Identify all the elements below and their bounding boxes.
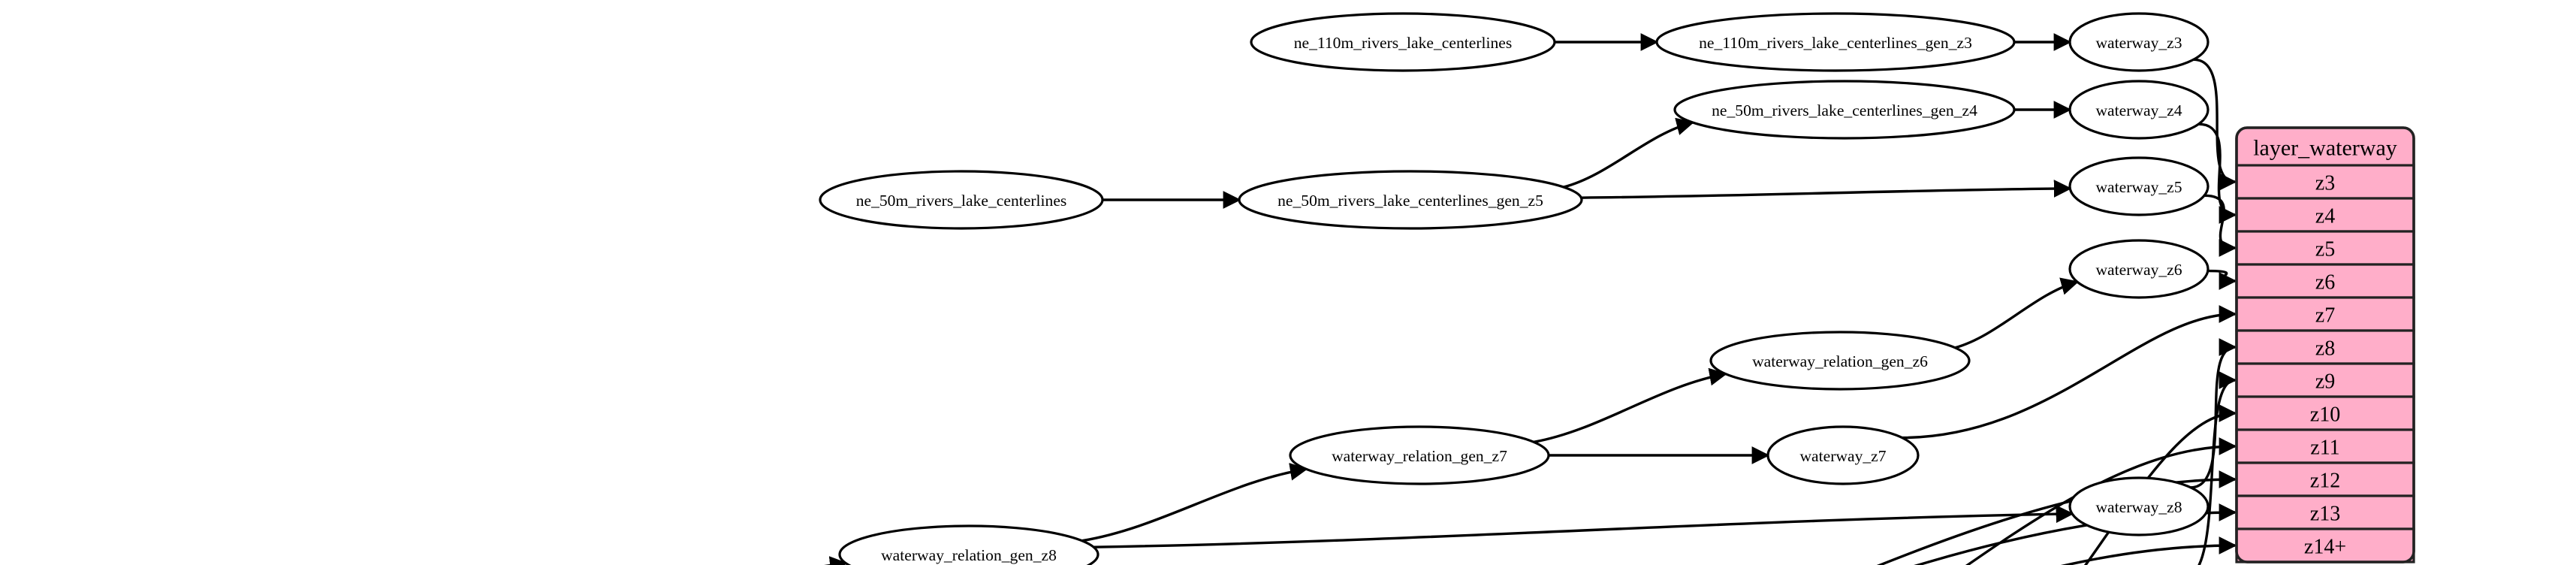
layer-waterway-outline xyxy=(2235,126,2415,563)
edge-waterway_z11-to-layer_waterway_z11 xyxy=(1965,437,2237,565)
node-waterway_z6[interactable]: waterway_z6 xyxy=(2068,239,2210,299)
node-ne_110m_rivers_lake_centerlines[interactable]: ne_110m_rivers_lake_centerlines xyxy=(1250,12,1556,72)
edge-waterway_z13-to-layer_waterway_z13 xyxy=(1914,503,2237,565)
record-node-layer-waterway: layer_waterway z3 z4 z5 z6 z7 z8 z9 z10 z11 z12 z13… xyxy=(2235,126,2415,563)
node-label: waterway_z3 xyxy=(2095,34,2182,52)
layer-waterway-row-label: z3 xyxy=(2315,172,2335,195)
node-ne_50m_rivers_lake_centerlines_gen_z5[interactable]: ne_50m_rivers_lake_centerlines_gen_z5 xyxy=(1238,170,1583,230)
layer-waterway-row-label: z12 xyxy=(2310,470,2340,493)
edge-waterway_z3-to-layer_waterway_z3 xyxy=(2193,58,2237,191)
node-ne_50m_rivers_lake_centerlines_gen_z4[interactable]: ne_50m_rivers_lake_centerlines_gen_z4 xyxy=(1673,80,2016,140)
node-waterway_z7[interactable]: waterway_z7 xyxy=(1766,425,1920,485)
nodes-layer: imposm3osm_waterway_relationosm_waterway… xyxy=(819,12,2210,565)
edge-waterway_relation_gen_z6-to-waterway_z6 xyxy=(1954,277,2080,349)
node-shape xyxy=(1766,425,1920,485)
edge-waterway_z6-to-layer_waterway_z6 xyxy=(2207,269,2237,290)
layer-waterway-row-label: z5 xyxy=(2315,238,2335,261)
node-waterway_relation_gen_z6[interactable]: waterway_relation_gen_z6 xyxy=(1709,331,1971,391)
node-label: waterway_relation_gen_z7 xyxy=(1332,447,1507,465)
node-waterway_relation_gen_z8[interactable]: waterway_relation_gen_z8 xyxy=(838,524,1099,565)
record-node-layer: layer_waterway z3 z4 z5 z6 z7 z8 z9 z10 z11 z12 z13… xyxy=(2235,126,2415,563)
node-ne_110m_rivers_lake_centerlines_gen_z3[interactable]: ne_110m_rivers_lake_centerlines_gen_z3 xyxy=(1655,12,2016,72)
edge-waterway_z4-to-layer_waterway_z4 xyxy=(2198,122,2237,224)
node-shape xyxy=(1709,331,1971,391)
node-label: waterway_relation_gen_z6 xyxy=(1752,352,1928,370)
node-shape xyxy=(2068,476,2210,536)
node-label: waterway_relation_gen_z8 xyxy=(881,546,1057,564)
edge-waterway_z5-to-layer_waterway_z5 xyxy=(2204,194,2237,257)
layer-waterway-row-label: z13 xyxy=(2310,503,2340,526)
node-label: ne_50m_rivers_lake_centerlines_gen_z5 xyxy=(1277,192,1543,210)
node-shape xyxy=(2068,80,2210,140)
node-shape xyxy=(838,524,1099,565)
layer-waterway-row-label: z6 xyxy=(2315,271,2335,295)
edge-waterway_relation_gen_z7-to-waterway_relation_gen_z6 xyxy=(1533,367,1728,444)
edge-waterway_z7-to-layer_waterway_z7 xyxy=(1902,305,2237,440)
node-label: ne_110m_rivers_lake_centerlines_gen_z3 xyxy=(1699,34,1972,52)
edge-waterway_z10-to-layer_waterway_z10 xyxy=(2083,404,2237,565)
node-label: waterway_z8 xyxy=(2095,498,2182,516)
edge-waterway_relation_gen_z8-to-waterway_relation_gen_z7 xyxy=(1081,463,1308,542)
layer-waterway-row-z12[interactable] xyxy=(2235,461,2415,497)
node-waterway_z5[interactable]: waterway_z5 xyxy=(2068,156,2210,216)
node-shape xyxy=(2068,239,2210,299)
node-waterway_relation_gen_z7[interactable]: waterway_relation_gen_z7 xyxy=(1289,425,1550,485)
node-shape xyxy=(1673,80,2016,140)
layer-waterway-row-z5[interactable] xyxy=(2235,230,2415,266)
layer-waterway-row-label: z11 xyxy=(2310,437,2339,460)
node-label: waterway_z4 xyxy=(2095,101,2182,119)
layer-waterway-row-label: z10 xyxy=(2310,403,2340,427)
node-shape xyxy=(1250,12,1556,72)
layer-waterway-row-label: z9 xyxy=(2315,370,2335,394)
layer-waterway-row-z3[interactable] xyxy=(2235,164,2415,200)
node-label: waterway_z7 xyxy=(1799,447,1886,465)
node-shape xyxy=(2068,156,2210,216)
layer-waterway-row-label: z8 xyxy=(2315,337,2335,361)
node-label: ne_110m_rivers_lake_centerlines xyxy=(1294,34,1513,52)
edge-ne_50m_rivers_lake_centerlines_gen_z5-to-waterway_z5 xyxy=(1581,180,2072,199)
node-shape xyxy=(1289,425,1550,485)
layer-waterway-row-z6[interactable] xyxy=(2235,263,2415,299)
node-label: waterway_z6 xyxy=(2095,261,2182,279)
node-waterway_z3[interactable]: waterway_z3 xyxy=(2068,12,2210,72)
node-label: ne_50m_rivers_lake_centerlines_gen_z4 xyxy=(1712,101,1977,119)
layer-waterway-row-z9[interactable] xyxy=(2235,362,2415,398)
node-label: ne_50m_rivers_lake_centerlines xyxy=(856,192,1067,210)
layer-waterway-row-z13[interactable] xyxy=(2235,494,2415,530)
node-shape xyxy=(1655,12,2016,72)
node-shape xyxy=(2068,12,2210,72)
layer-waterway-row-label: z14+ xyxy=(2304,536,2346,559)
node-waterway_z4[interactable]: waterway_z4 xyxy=(2068,80,2210,140)
node-shape xyxy=(1238,170,1583,230)
layer-waterway-row-z14plus[interactable] xyxy=(2235,527,2415,563)
edge-ne_50m_rivers_lake_centerlines_gen_z5-to-ne_50m_rivers_lake_centerlines_gen_z4 xyxy=(1563,117,1695,189)
layer-waterway-row-label: z4 xyxy=(2315,205,2335,228)
layer-waterway-row-z11[interactable] xyxy=(2235,428,2415,464)
node-ne_50m_rivers_lake_centerlines[interactable]: ne_50m_rivers_lake_centerlines xyxy=(819,170,1104,230)
node-waterway_z8[interactable]: waterway_z8 xyxy=(2068,476,2210,536)
layer-waterway-header: layer_waterway xyxy=(2253,136,2397,161)
layer-waterway-row-label: z7 xyxy=(2315,304,2335,328)
edge-waterway_relation_gen_z8-to-waterway_z8 xyxy=(1093,505,2074,548)
node-shape xyxy=(819,170,1104,230)
edges-layer xyxy=(824,33,2237,565)
edge-waterway_z12-to-layer_waterway_z12 xyxy=(1876,470,2237,565)
node-label: waterway_z5 xyxy=(2095,178,2182,196)
